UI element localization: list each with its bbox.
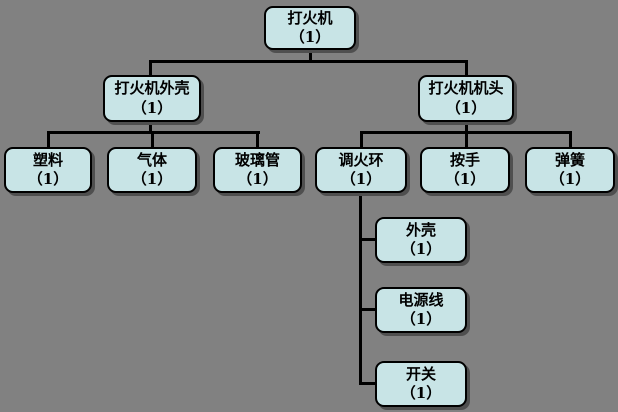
connector-drop-spring: [569, 131, 572, 148]
node-qty: （1）: [444, 170, 486, 188]
connector-root-stem: [309, 49, 312, 62]
connector-drop-glass-tube: [256, 131, 259, 148]
connector-stub-power-cord: [359, 308, 376, 311]
connector-drop-plastic: [47, 131, 50, 148]
node-lighter: 打火机 （1）: [264, 6, 356, 50]
connector-stub-shell: [359, 238, 376, 241]
node-press-handle: 按手 （1）: [420, 147, 510, 193]
node-label: 外壳: [405, 220, 436, 239]
node-label: 按手: [449, 150, 480, 169]
node-qty: （1）: [400, 384, 442, 402]
node-label: 塑料: [32, 150, 63, 169]
node-qty: （1）: [289, 28, 331, 46]
connector-head-stem-top: [465, 60, 468, 77]
node-qty: （1）: [400, 310, 442, 328]
node-label: 电源线: [398, 290, 444, 309]
node-qty: （1）: [549, 170, 591, 188]
node-qty: （1）: [237, 170, 278, 188]
node-label: 打火机: [287, 8, 333, 27]
node-spring: 弹簧 （1）: [525, 147, 615, 193]
node-power-cord: 电源线 （1）: [375, 287, 467, 333]
node-qty: （1）: [131, 98, 173, 117]
node-label: 气体: [136, 150, 167, 169]
node-label: 打火机外壳: [114, 79, 190, 97]
node-qty: （1）: [445, 98, 487, 117]
node-qty: （1）: [27, 170, 69, 188]
connector-fire-ring-trunk: [359, 192, 362, 385]
node-gas: 气体 （1）: [107, 147, 197, 193]
node-label: 弹簧: [554, 150, 585, 169]
connector-shell-stem-top: [149, 60, 152, 77]
node-qty: （1）: [340, 170, 382, 188]
node-qty: （1）: [400, 240, 442, 258]
connector-head-stem-bottom: [465, 120, 468, 134]
connector-drop-gas: [151, 131, 154, 148]
node-label: 玻璃管: [234, 150, 280, 169]
connector-level1-hbar: [149, 60, 468, 63]
node-lighter-head: 打火机机头 （1）: [418, 75, 514, 122]
connector-drop-fire-ring: [360, 131, 363, 148]
connector-shell-stem-bottom: [149, 120, 152, 134]
node-shell: 外壳 （1）: [375, 217, 467, 263]
node-plastic: 塑料 （1）: [4, 147, 92, 193]
node-label: 打火机机头: [428, 79, 504, 97]
node-switch: 开关 （1）: [375, 361, 467, 407]
node-glass-tube: 玻璃管 （1）: [213, 147, 302, 193]
node-lighter-shell: 打火机外壳 （1）: [103, 75, 201, 122]
node-qty: （1）: [131, 170, 173, 188]
node-label: 调火环: [338, 150, 384, 169]
connector-drop-press-handle: [465, 131, 468, 148]
node-fire-adjust-ring: 调火环 （1）: [315, 147, 407, 193]
node-label: 开关: [405, 364, 436, 383]
connector-stub-switch: [359, 382, 376, 385]
